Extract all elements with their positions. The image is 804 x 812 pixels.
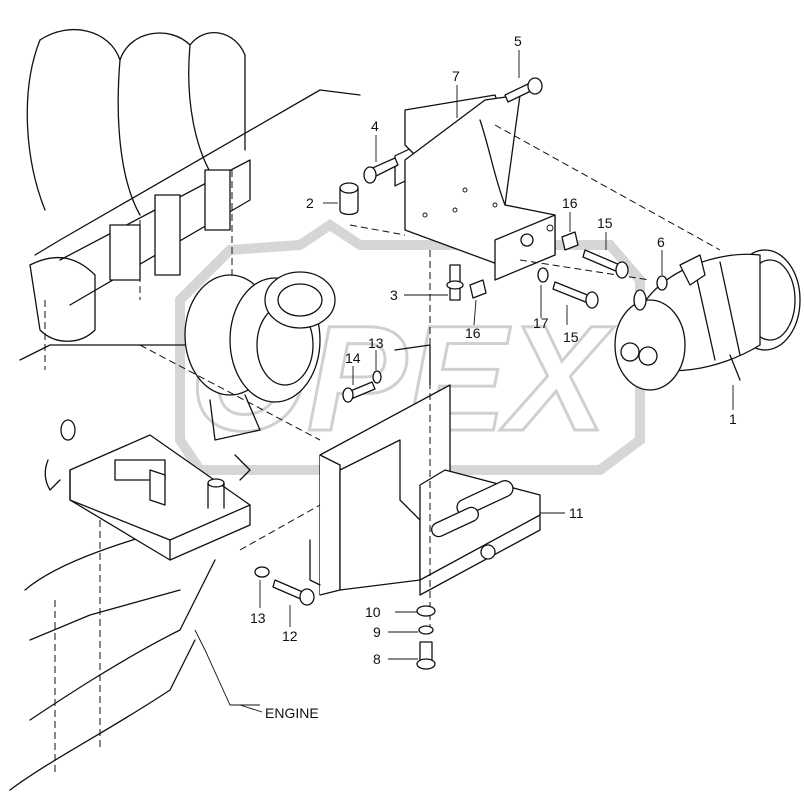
bracket-assembly — [139, 136, 541, 635]
callout-12: 12 — [282, 628, 298, 644]
callout-16b: 16 — [465, 325, 481, 341]
leader-lines — [239, 50, 734, 713]
callouts: 1 2 3 4 5 6 7 8 9 10 11 12 13 13 14 15 1… — [250, 33, 737, 721]
engine-mount-plate — [44, 419, 251, 561]
callout-2: 2 — [306, 195, 314, 211]
callout-9: 9 — [373, 624, 381, 640]
callout-3: 3 — [390, 287, 398, 303]
callout-15b: 15 — [563, 329, 579, 345]
callout-15a: 15 — [597, 215, 613, 231]
callout-8: 8 — [373, 651, 381, 667]
small-parts — [254, 77, 668, 670]
callout-6: 6 — [657, 234, 665, 250]
callout-11: 11 — [569, 505, 584, 521]
callout-14: 14 — [345, 350, 361, 366]
callout-16a: 16 — [562, 195, 578, 211]
compressor — [614, 249, 801, 391]
pulley-assembly — [184, 271, 336, 481]
callout-4: 4 — [371, 118, 379, 134]
callout-5: 5 — [514, 33, 522, 49]
upper-bracket — [349, 94, 721, 281]
callout-13b: 13 — [368, 335, 384, 351]
callout-13a: 13 — [250, 610, 266, 626]
engine-label: ENGINE — [265, 705, 319, 721]
callout-1: 1 — [729, 411, 737, 427]
callout-7: 7 — [452, 68, 460, 84]
callout-10: 10 — [365, 604, 381, 620]
engine-outline — [9, 28, 361, 791]
callout-17: 17 — [533, 315, 549, 331]
